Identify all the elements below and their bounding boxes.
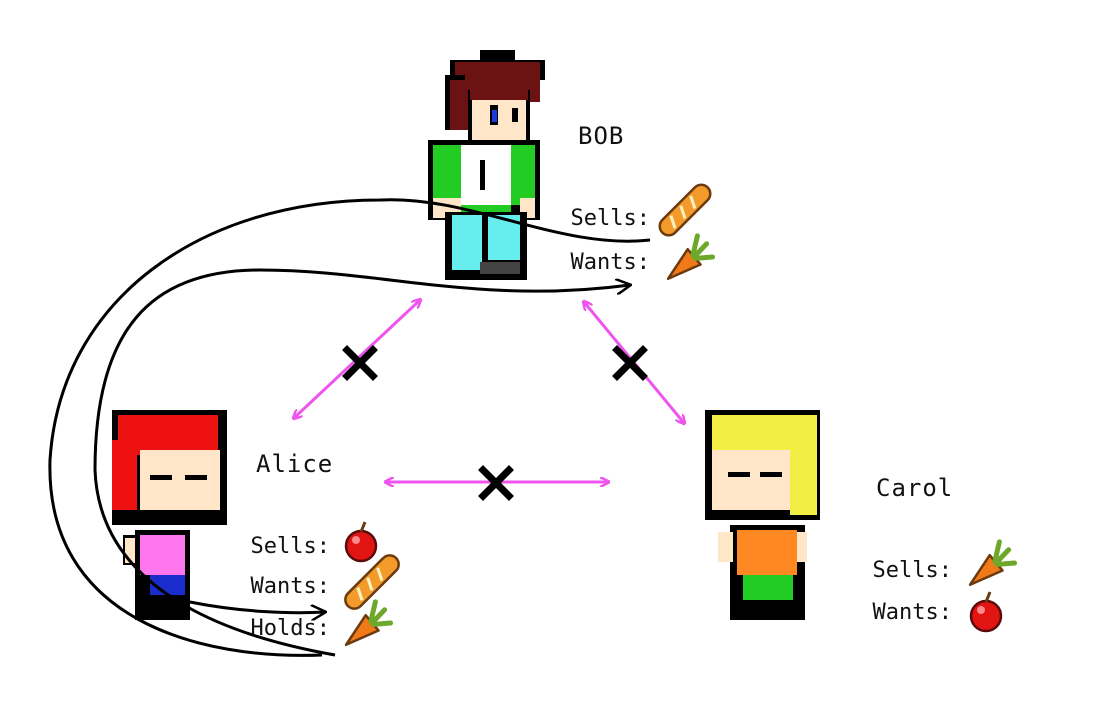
carol-character [705, 410, 820, 620]
carol-name: Carol [876, 474, 954, 502]
bob-sells-label: Sells: [570, 206, 650, 231]
alice-wants-label: Wants: [250, 574, 330, 599]
alice-holds-flow-arrow [189, 600, 325, 613]
apple-icon [969, 591, 1003, 633]
carrot-icon [968, 539, 1018, 586]
bob-wants-label: Wants: [570, 250, 650, 275]
blocked-x-icon [342, 345, 378, 381]
carol-wants-label: Wants: [872, 600, 952, 625]
blocked-x-icon [478, 465, 514, 501]
carol-sells-label: Sells: [872, 558, 952, 583]
alice-character [112, 410, 227, 620]
carrot-icon [344, 599, 394, 646]
alice-holds-label: Holds: [250, 616, 330, 641]
bob-to-alice-flow-arrow [48, 198, 651, 657]
baguette-icon [344, 554, 400, 610]
apple-icon [344, 521, 378, 563]
baguette-icon [658, 183, 712, 237]
alice-to-bob-flow-arrow [93, 268, 630, 657]
bob-character [428, 50, 545, 280]
alice-name: Alice [256, 450, 334, 478]
bob-name: BOB [578, 122, 625, 150]
carrot-icon [666, 233, 716, 280]
alice-sells-label: Sells: [250, 534, 330, 559]
blocked-x-icon [612, 345, 648, 381]
